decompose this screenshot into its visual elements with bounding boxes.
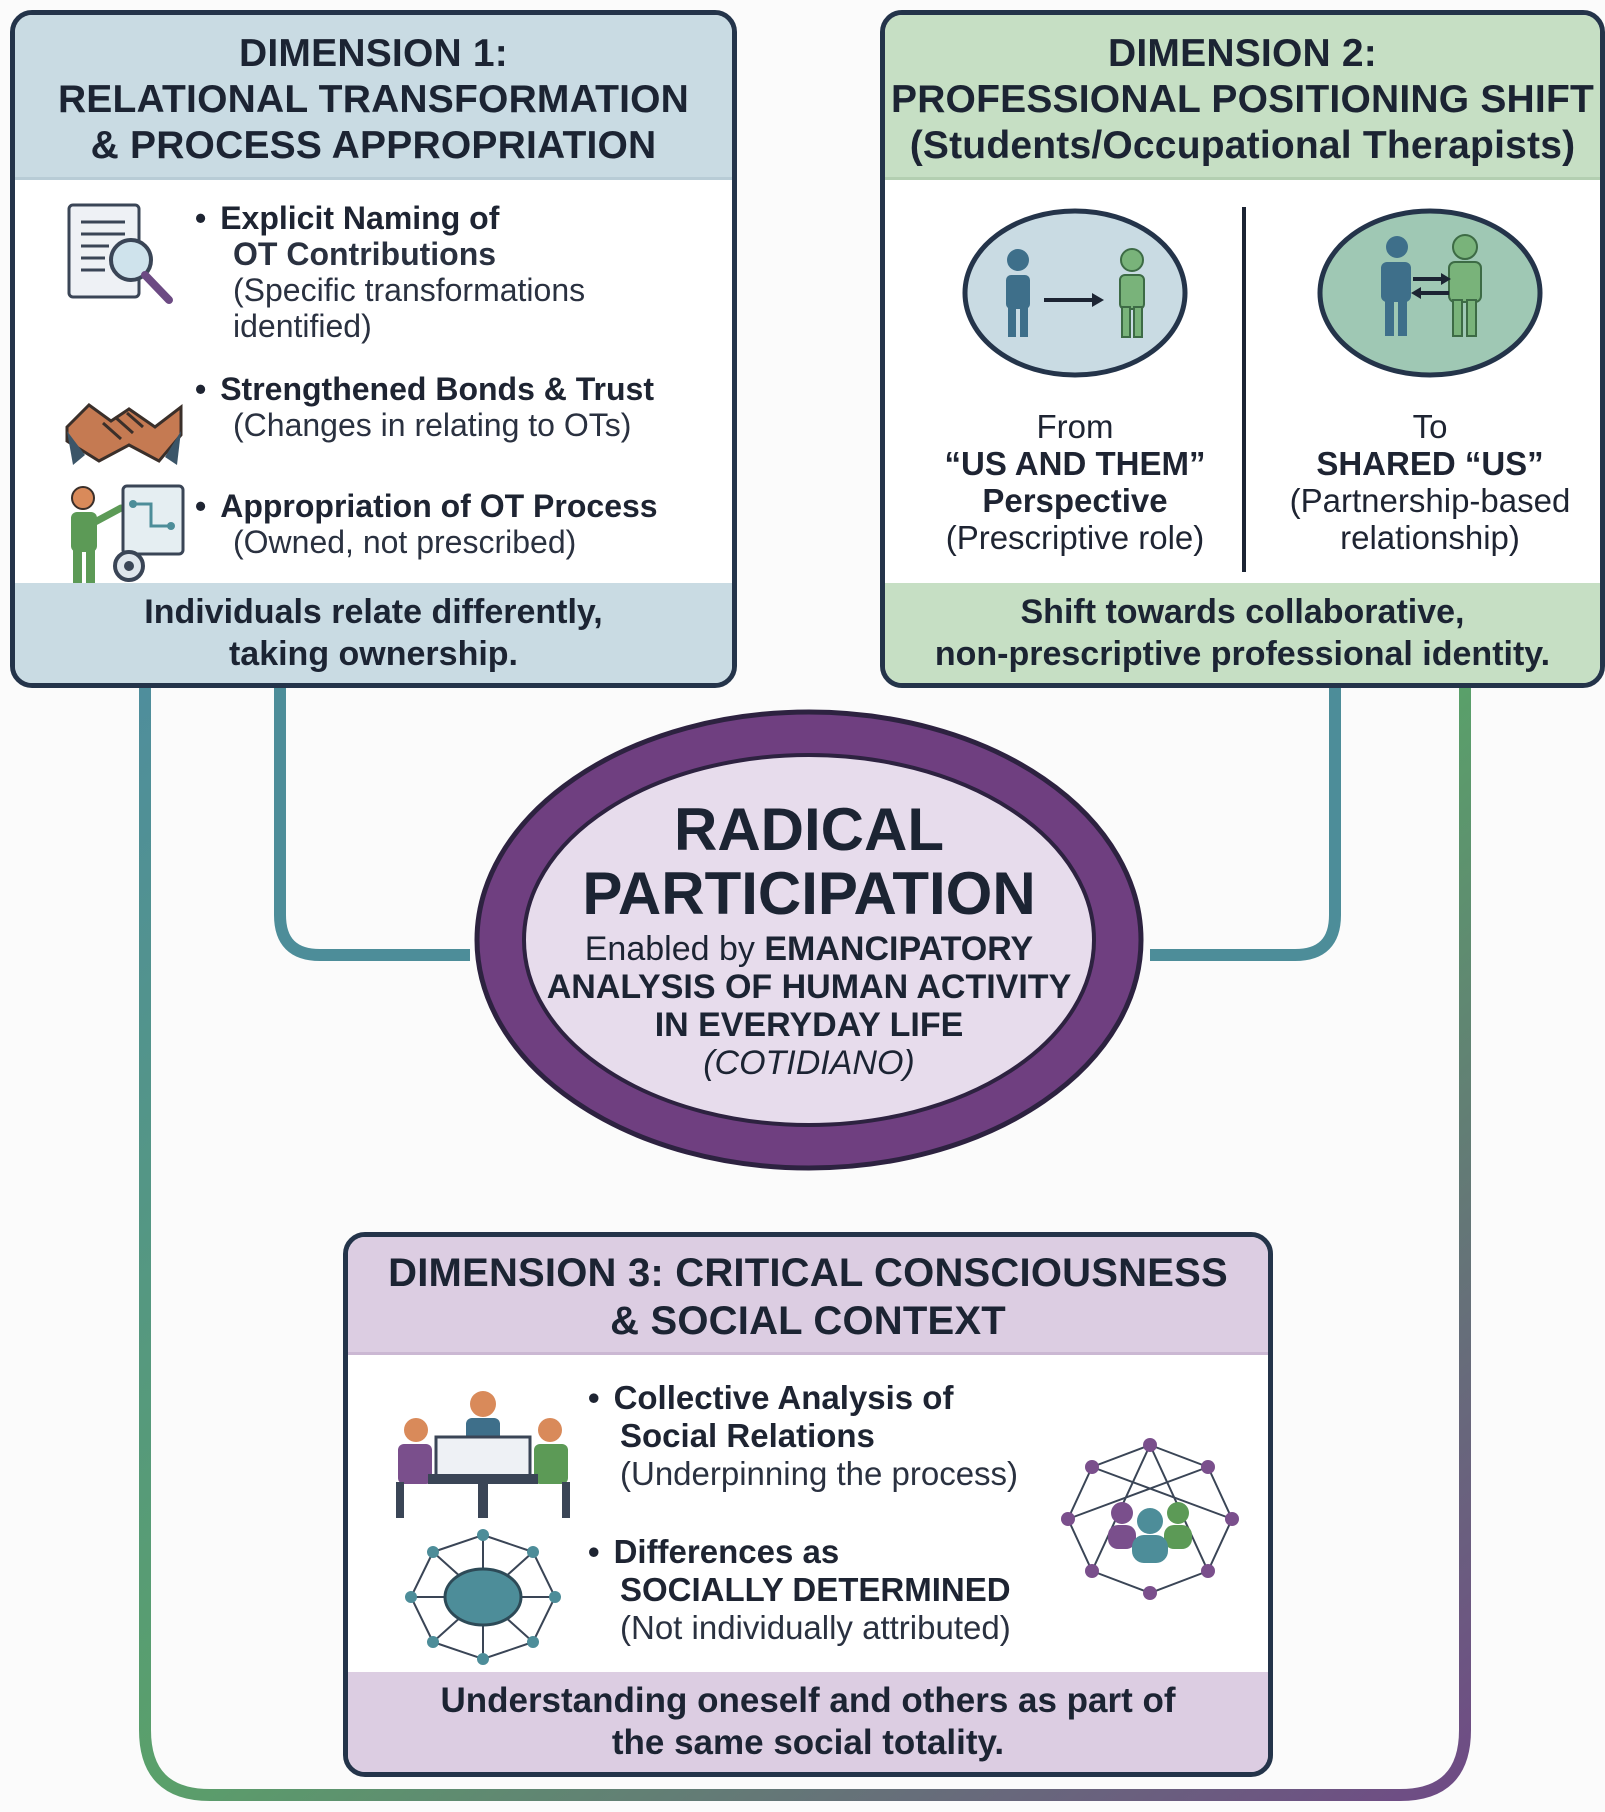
- item-naming-heading: Explicit Naming of: [195, 200, 585, 236]
- group-meeting-icon: [396, 1391, 570, 1518]
- dimension-1-panel: DIMENSION 1: RELATIONAL TRANSFORMATION &…: [10, 10, 737, 688]
- radical-participation-text: RADICAL PARTICIPATION Enabled by EMANCIP…: [464, 700, 1154, 1180]
- item-appropriation-heading: Appropriation of OT Process: [195, 488, 657, 524]
- dimension-2-summary: Shift towards collaborative, non-prescri…: [885, 583, 1600, 683]
- shared-us-column: To SHARED “US” (Partnership-based relati…: [1260, 205, 1600, 556]
- us-and-them-label: “US AND THEM”: [944, 445, 1206, 482]
- dimension-3-panel: DIMENSION 3: CRITICAL CONSCIOUSNESS & SO…: [343, 1232, 1273, 1777]
- dimension-2-panel: DIMENSION 2: PROFESSIONAL POSITIONING SH…: [880, 10, 1605, 688]
- dimension-1-summary: Individuals relate differently, taking o…: [15, 583, 732, 683]
- shared-us-label: SHARED “US”: [1316, 445, 1544, 482]
- one-way-arrow-people-icon: [962, 208, 1188, 378]
- dim2-center-connector: [1150, 688, 1341, 961]
- outer-loop-connector: [139, 688, 1471, 1801]
- two-way-arrow-people-icon: [1317, 208, 1543, 378]
- dimension-3-item-differences: Differences as SOCIALLY DETERMINED (Not …: [588, 1533, 1011, 1647]
- dimension-2-title: DIMENSION 2: PROFESSIONAL POSITIONING SH…: [885, 15, 1600, 180]
- column-divider: [1242, 207, 1246, 572]
- dimension-3-item-collective: Collective Analysis of Social Relations …: [588, 1379, 1018, 1493]
- document-search-icon: [67, 203, 173, 304]
- community-network-icon: [1061, 1438, 1239, 1600]
- dimension-3-summary: Understanding oneself and others as part…: [348, 1672, 1268, 1772]
- center-subtitle: Enabled by EMANCIPATORY ANALYSIS OF HUMA…: [546, 930, 1072, 1082]
- to-label: To: [1412, 408, 1448, 445]
- brain-network-icon: [405, 1529, 561, 1665]
- dimension-1-title: DIMENSION 1: RELATIONAL TRANSFORMATION &…: [15, 15, 732, 180]
- radical-participation-ellipse: [474, 709, 1144, 1171]
- from-label: From: [1036, 408, 1114, 445]
- handshake-icon: [65, 403, 183, 465]
- item-bonds-heading: Strengthened Bonds & Trust: [195, 371, 654, 407]
- us-and-them-column: From “US AND THEM” Perspective (Prescrip…: [905, 205, 1245, 556]
- center-title: RADICAL PARTICIPATION: [582, 796, 1036, 927]
- presenter-gear-icon: [71, 484, 185, 584]
- dim1-center-connector: [274, 688, 470, 961]
- dimension-3-title: DIMENSION 3: CRITICAL CONSCIOUSNESS & SO…: [348, 1237, 1268, 1355]
